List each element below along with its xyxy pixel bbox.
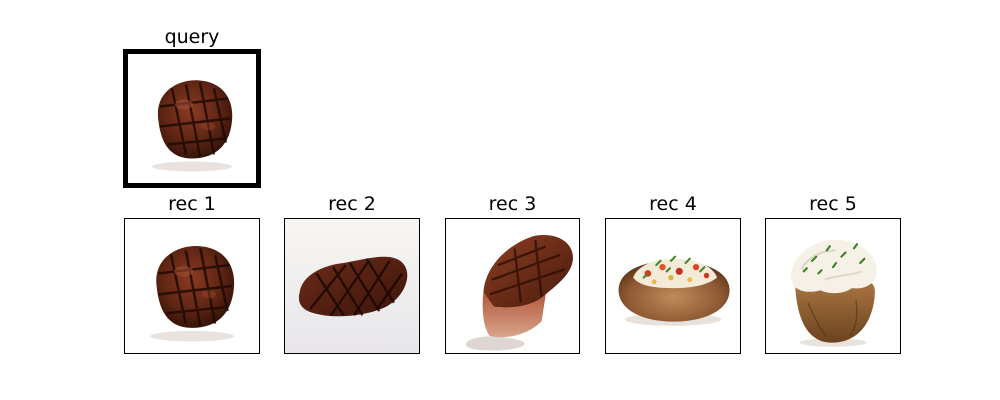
grilled-steak-image	[465, 235, 573, 351]
recommendation-card: rec 1	[124, 193, 260, 355]
recommendation-title: rec 2	[328, 193, 376, 215]
recommendation-card: rec 5	[765, 193, 901, 355]
recommendation-card: rec 4	[605, 193, 741, 355]
recommendation-image-frame	[765, 218, 901, 354]
grilled-steak-image	[285, 219, 419, 353]
grilled-steak-image	[150, 245, 235, 342]
recommendation-image-frame	[605, 218, 741, 354]
query-title: query	[164, 26, 220, 48]
recommendation-title: rec 3	[488, 193, 537, 215]
recommendation-card: rec 2	[284, 193, 420, 355]
baked-potato-sour-cream-image	[790, 239, 877, 347]
recommendation-image-frame	[445, 218, 580, 354]
recommendation-title: rec 5	[809, 193, 857, 215]
recommendation-image-frame	[284, 218, 420, 354]
recommendation-title: rec 1	[168, 193, 216, 215]
grilled-steak-image	[152, 80, 233, 172]
loaded-baked-potato-image	[618, 255, 730, 326]
recommendation-title: rec 4	[649, 193, 697, 215]
query-panel: query	[123, 26, 261, 188]
query-image-frame	[123, 49, 261, 188]
recommendation-card: rec 3	[445, 193, 580, 355]
recommendation-image-frame	[124, 218, 260, 354]
